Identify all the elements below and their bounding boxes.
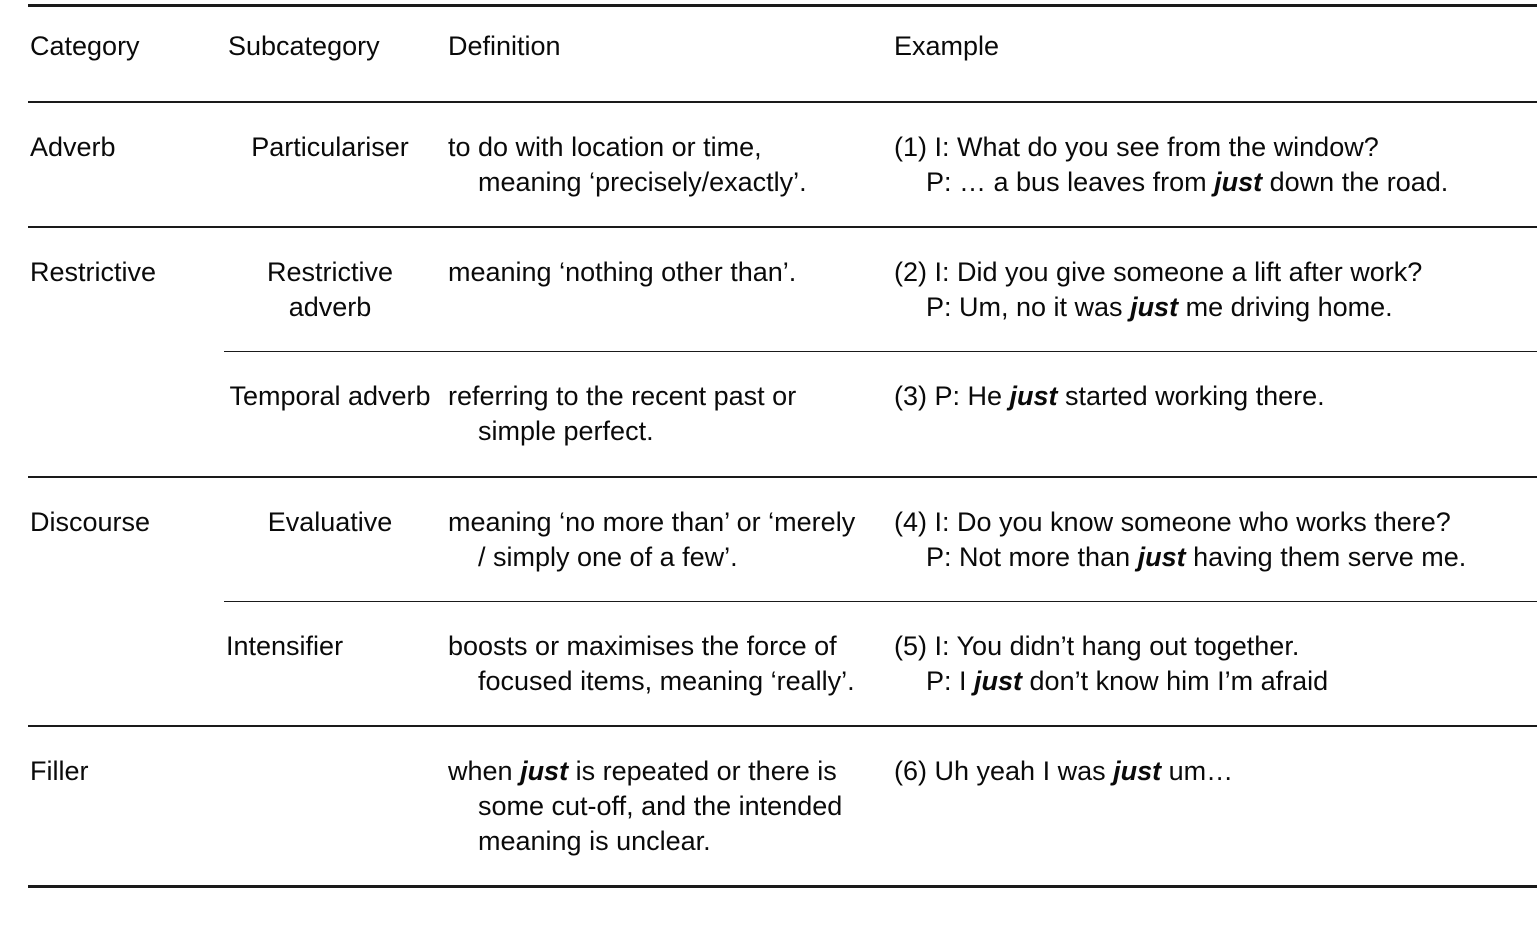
cell-category: Restrictive xyxy=(30,257,157,288)
cell-category: Filler xyxy=(30,755,89,786)
definition-text: when just is repeated or there is some c… xyxy=(448,754,863,859)
column-header-category: Category xyxy=(30,31,140,61)
cell-definition: to do with location or time, meaning ‘pr… xyxy=(446,102,893,227)
cell-subcategory xyxy=(224,726,446,887)
cell-example: (1) I: What do you see from the window? … xyxy=(893,102,1537,227)
cell-subcategory: Temporal adverb xyxy=(224,351,446,477)
example-line: (3) P: He just started working there. xyxy=(894,379,1533,414)
cell-subcategory: Restrictive adverb xyxy=(224,227,446,352)
cell-example: (4) I: Do you know someone who works the… xyxy=(893,477,1537,602)
cell-category: Adverb xyxy=(30,132,116,162)
example-line: P: Um, no it was just me driving home. xyxy=(894,290,1533,325)
table-row: Restrictive Restrictive adverb meaning ‘… xyxy=(28,227,1537,352)
example-line-text: (5) I: You didn’t hang out together. xyxy=(894,630,1300,661)
taxonomy-table: Category Subcategory Definition Example … xyxy=(28,4,1537,888)
subcategory-text: Evaluative xyxy=(267,506,393,537)
table-row: Filler when just is repeated or there is… xyxy=(28,725,1537,887)
example-line: P: Not more than just having them serve … xyxy=(894,540,1533,575)
table-row: Adverb Particulariser to do with locatio… xyxy=(28,102,1537,227)
cell-definition: meaning ‘nothing other than’. xyxy=(446,227,893,352)
example-line: (4) I: Do you know someone who works the… xyxy=(894,505,1533,540)
example-line-text: P: Um, no it was xyxy=(926,292,1131,323)
table-row: Intensifier boosts or maximises the forc… xyxy=(28,600,1537,726)
table-row: Temporal adverb referring to the recent … xyxy=(28,351,1537,477)
example-line-text: (1) I: What do you see from the window? xyxy=(894,132,1379,162)
cell-example: (3) P: He just started working there. xyxy=(893,351,1537,477)
example-line: P: I just don’t know him I’m afraid xyxy=(894,664,1533,699)
example-line-text: P: … a bus leaves from xyxy=(926,167,1215,198)
keyword-just: just xyxy=(1214,167,1263,198)
cell-example: (5) I: You didn’t hang out together. P: … xyxy=(893,600,1537,726)
keyword-just: just xyxy=(1009,381,1058,412)
column-header-example: Example xyxy=(894,31,1000,61)
definition-text-post: is repeated or there is some cut-off, an… xyxy=(478,755,843,857)
table-row: Discourse Evaluative meaning ‘no more th… xyxy=(28,476,1537,602)
example-line-text-after: um… xyxy=(1161,755,1234,786)
cell-definition: when just is repeated or there is some c… xyxy=(446,726,893,887)
subcategory-text: Temporal adverb xyxy=(229,381,431,412)
example-line-text-after: having them serve me. xyxy=(1185,541,1467,572)
definition-text: meaning ‘no more than’ or ‘merely / simp… xyxy=(448,506,856,572)
keyword-just: just xyxy=(1130,292,1179,323)
keyword-just: just xyxy=(1137,541,1186,572)
cell-subcategory: Intensifier xyxy=(224,600,446,726)
example-line-text: (4) I: Do you know someone who works the… xyxy=(894,506,1451,537)
definition-text-pre: when xyxy=(448,755,521,786)
table-header-row: Category Subcategory Definition Example xyxy=(28,5,1537,102)
example-line: (6) Uh yeah I was just um… xyxy=(894,754,1533,789)
example-line-text: (2) I: Did you give someone a lift after… xyxy=(894,257,1423,288)
example-line-text: (6) Uh yeah I was xyxy=(894,755,1114,786)
cell-definition: referring to the recent past or simple p… xyxy=(446,351,893,477)
cell-definition: boosts or maximises the force of focused… xyxy=(446,600,893,726)
column-header-subcategory: Subcategory xyxy=(228,31,380,61)
example-line-text: (3) P: He xyxy=(894,381,1010,412)
example-line: (1) I: What do you see from the window? xyxy=(894,130,1533,165)
subcategory-text: Restrictive adverb xyxy=(266,257,394,323)
definition-text: referring to the recent past or simple p… xyxy=(448,381,797,447)
cell-definition: meaning ‘no more than’ or ‘merely / simp… xyxy=(446,477,893,602)
example-line-text-after: don’t know him I’m afraid xyxy=(1022,665,1329,696)
cell-category xyxy=(28,352,224,477)
keyword-just: just xyxy=(520,755,569,786)
subcategory-text: Intensifier xyxy=(226,630,344,661)
example-line-text-after: started working there. xyxy=(1057,381,1325,412)
subcategory-text: Particulariser xyxy=(251,132,409,162)
cell-category: Discourse xyxy=(30,506,151,537)
example-line: (5) I: You didn’t hang out together. xyxy=(894,629,1533,664)
definition-text: boosts or maximises the force of focused… xyxy=(448,630,855,696)
cell-example: (2) I: Did you give someone a lift after… xyxy=(893,227,1537,352)
keyword-just: just xyxy=(1113,755,1162,786)
example-line-text: P: Not more than xyxy=(926,541,1138,572)
cell-category xyxy=(28,601,224,726)
cell-subcategory: Particulariser xyxy=(224,102,446,227)
table-body: Adverb Particulariser to do with locatio… xyxy=(28,102,1537,887)
cell-subcategory: Evaluative xyxy=(224,477,446,602)
example-line: (2) I: Did you give someone a lift after… xyxy=(894,255,1533,290)
example-line: P: … a bus leaves from just down the roa… xyxy=(894,165,1533,200)
keyword-just: just xyxy=(974,665,1023,696)
example-line-text-after: me driving home. xyxy=(1178,292,1393,323)
example-line-text: P: I xyxy=(926,665,975,696)
definition-text: meaning ‘nothing other than’. xyxy=(448,257,797,288)
column-header-definition: Definition xyxy=(448,31,561,61)
cell-example: (6) Uh yeah I was just um… xyxy=(893,726,1537,887)
definition-text: to do with location or time, meaning ‘pr… xyxy=(448,132,807,198)
example-line-text-after: down the road. xyxy=(1262,167,1449,198)
